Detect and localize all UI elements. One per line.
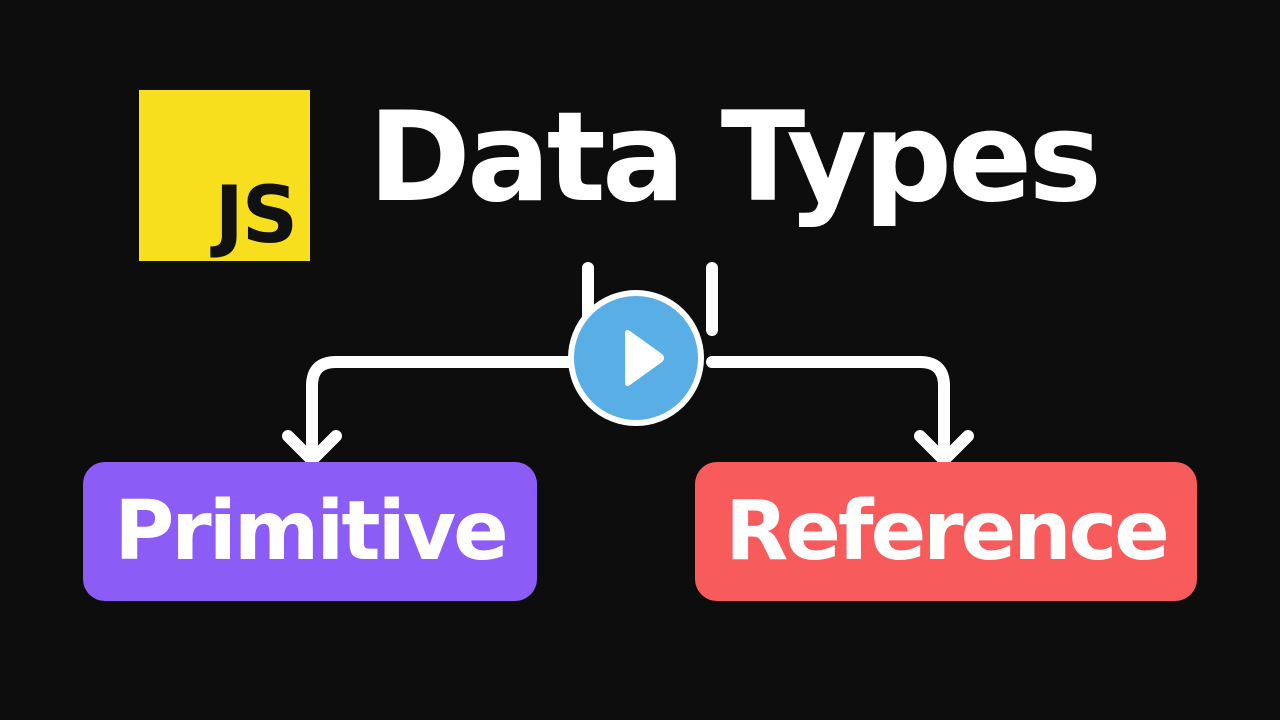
primitive-box: Primitive [83,462,537,601]
play-button[interactable] [568,290,704,426]
js-logo-text: JS [214,171,298,261]
connector-right [706,356,950,466]
page-title: Data Types [368,86,1102,230]
play-icon [625,330,664,386]
connector-left [306,356,594,466]
reference-box: Reference [695,462,1197,601]
js-logo: JS [139,90,310,261]
arrowhead-left [282,430,342,466]
primitive-label: Primitive [114,483,509,579]
reference-label: Reference [725,483,1170,579]
arrowhead-right [914,430,974,466]
